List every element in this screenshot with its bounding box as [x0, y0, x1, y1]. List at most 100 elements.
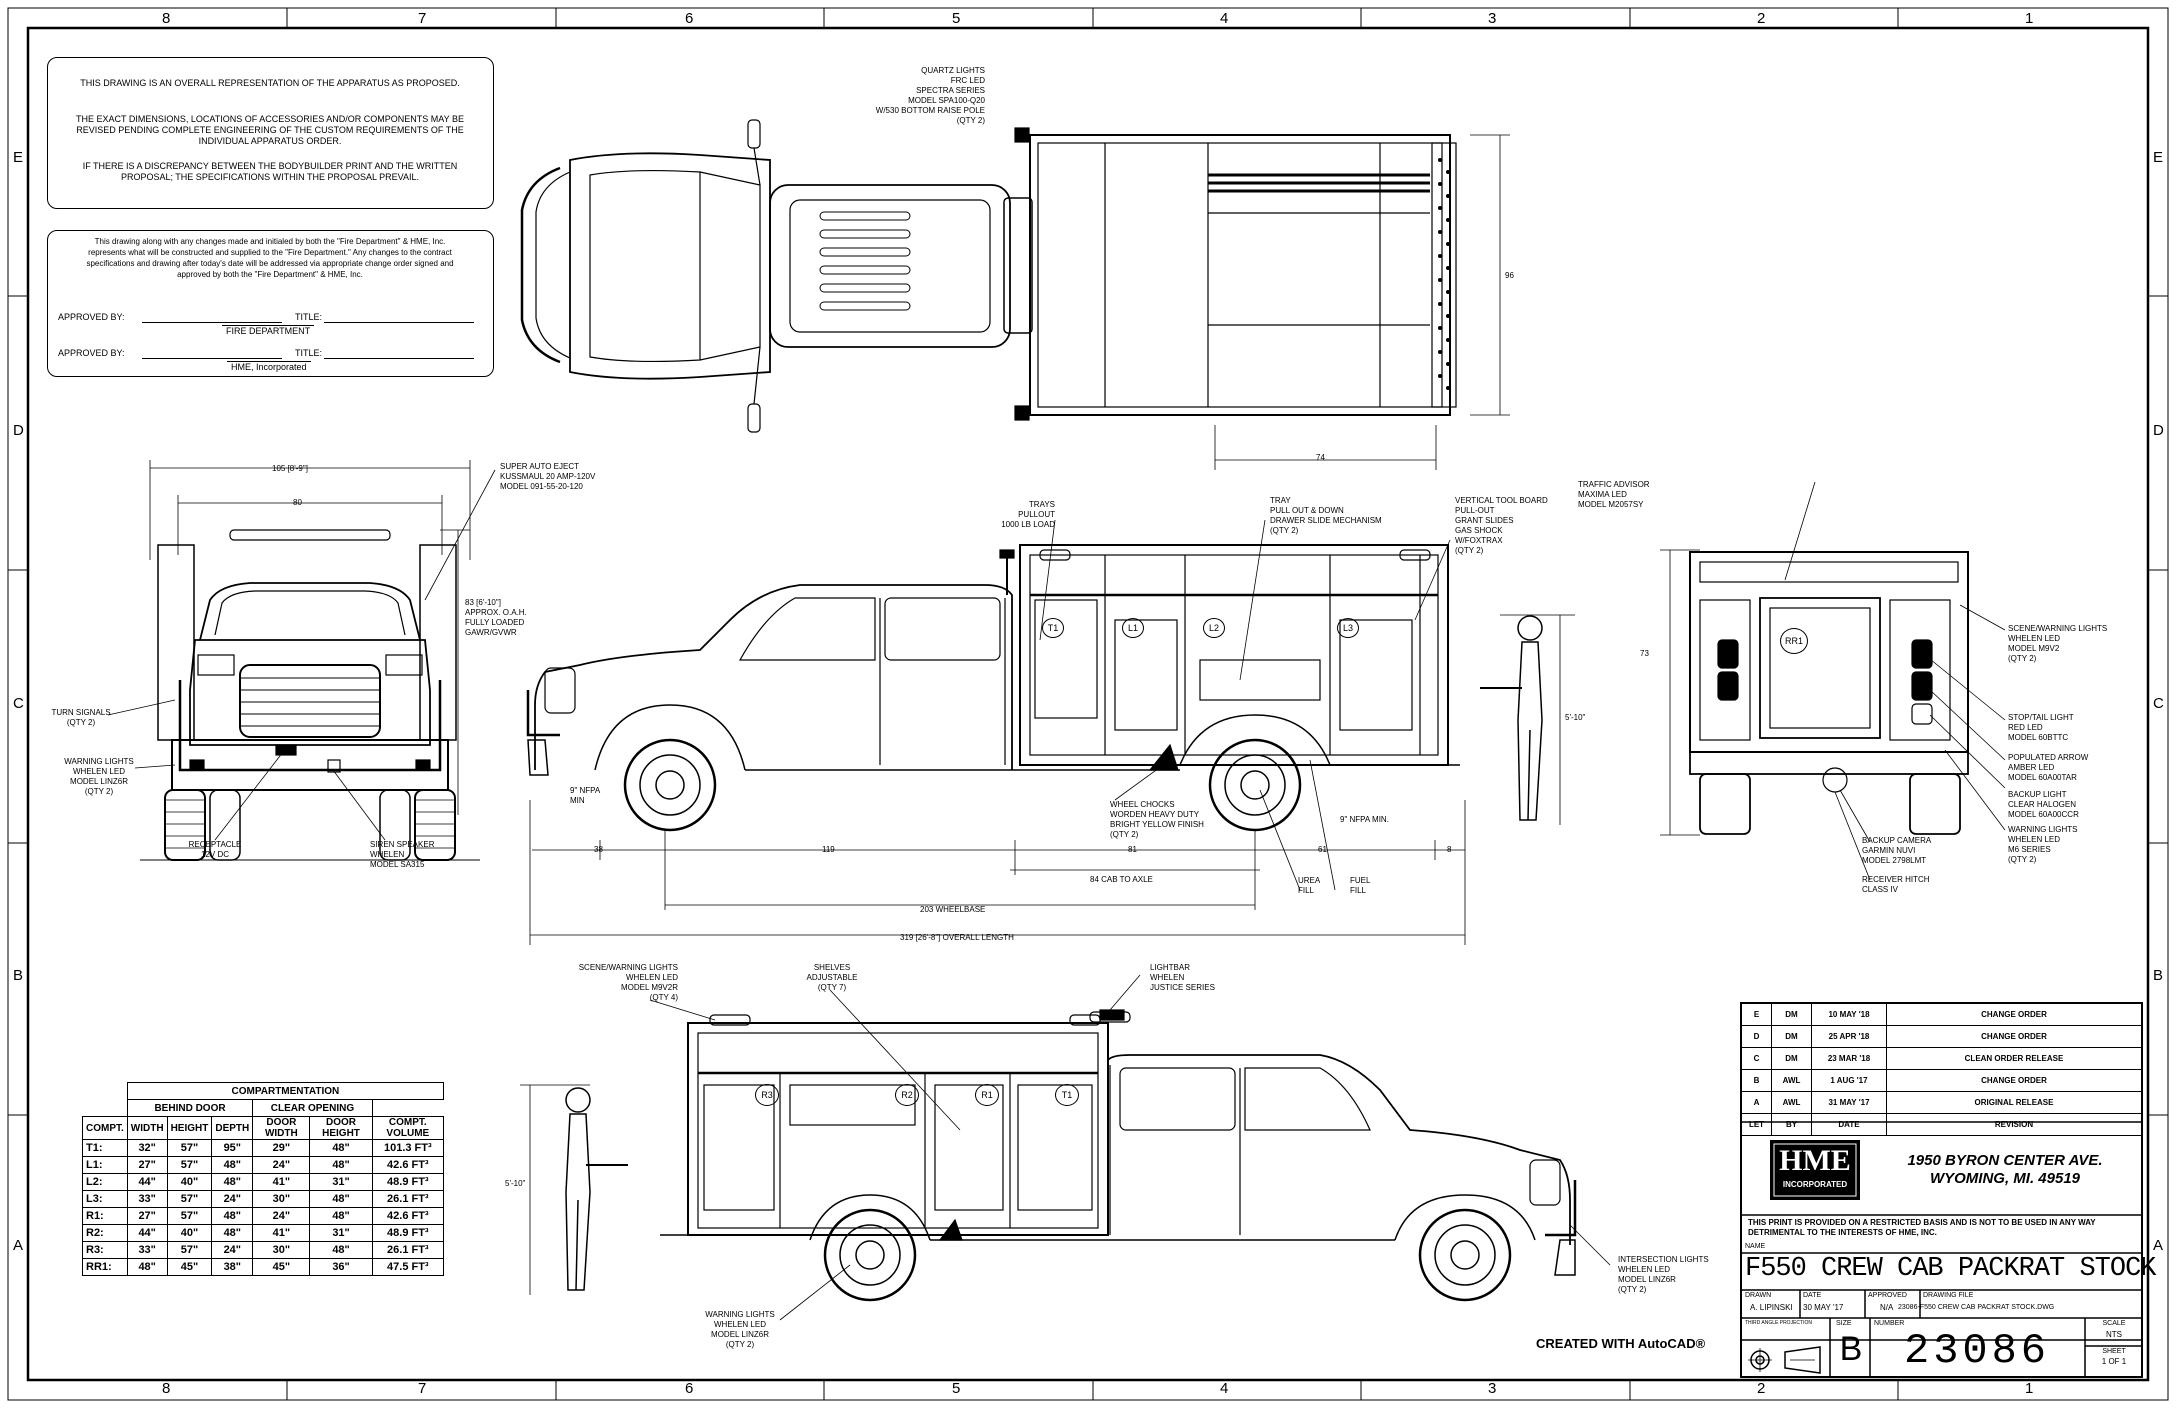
grid-col-top-5: 5 — [952, 10, 961, 27]
rear-view — [1660, 481, 2006, 881]
grid-col-top-7: 7 — [418, 10, 427, 27]
header-compt-volume: COMPT. VOLUME — [371, 1116, 445, 1140]
dim-overall-length: 319 [26'-8"] OVERALL LENGTH — [900, 933, 1014, 942]
grid-col-top-3: 3 — [1488, 10, 1497, 27]
table-row: T1:32"57"95"29"48"101.3 FT³ — [82, 1139, 445, 1157]
behind-door-header: BEHIND DOOR — [126, 1099, 254, 1117]
grid-row-left-A: A — [13, 1237, 24, 1254]
grid-col-bottom-1: 1 — [2025, 1380, 2034, 1397]
table-row: L1:27"57"48"24"48"42.6 FT³ — [82, 1156, 445, 1174]
dim-width-inner: 80 — [293, 498, 302, 507]
table-row: R1:27"57"48"24"48"42.6 FT³ — [82, 1207, 445, 1225]
hme-logo — [1770, 1140, 1860, 1200]
callout-lightbar: LIGHTBAR WHELEN JUSTICE SERIES — [1150, 963, 1215, 992]
title-line-1[interactable] — [324, 322, 474, 323]
grid-col-bottom-8: 8 — [162, 1380, 171, 1397]
callout-populated-arrow: POPULATED ARROW AMBER LED MODEL 60A00TAR — [2008, 753, 2089, 782]
grid-col-top-2: 2 — [1757, 10, 1766, 27]
drawing-file-label: DRAWING FILE — [1923, 1292, 1974, 1299]
drawing-number: 23086 — [1903, 1327, 2051, 1375]
grid-row-right-C: C — [2153, 695, 2164, 712]
dim-person-height-left: 5'-10" — [505, 1179, 526, 1188]
title-line-2[interactable] — [324, 358, 474, 359]
dim-8: 8 — [1447, 845, 1452, 854]
header-height: HEIGHT — [166, 1116, 213, 1140]
callout-backup-camera: BACKUP CAMERA GARMIN NUVI MODEL 2798LMT — [1862, 836, 1932, 865]
header-depth: DEPTH — [211, 1116, 254, 1140]
grid-row-right-E: E — [2153, 149, 2164, 166]
callout-nfpa-min-front: 9" NFPA MIN — [570, 786, 601, 805]
number-label: NUMBER — [1874, 1320, 1905, 1327]
dim-person-height-right: 5'-10" — [1565, 713, 1586, 722]
dim-119: 119 — [822, 845, 835, 854]
compt-label-t1-right: T1 — [1042, 618, 1064, 638]
approved-label: APPROVED — [1868, 1292, 1907, 1299]
header-door-height: DOOR HEIGHT — [309, 1116, 373, 1140]
side-view-right — [526, 519, 1575, 945]
callout-backup-light: BACKUP LIGHT CLEAR HALOGEN MODEL 60A00CC… — [2008, 790, 2079, 819]
dim-wheelbase: 203 WHEELBASE — [920, 905, 986, 914]
callout-scene-warning-left: SCENE/WARNING LIGHTS WHELEN LED MODEL M9… — [578, 963, 678, 1002]
disclaimer-line-3: IF THERE IS A DISCREPANCY BETWEEN THE BO… — [82, 161, 458, 182]
callout-warning-lights-front: WARNING LIGHTS WHELEN LED MODEL LINZ6R (… — [64, 757, 134, 796]
dim-38: 38 — [594, 845, 603, 854]
table-row: L2:44"40"48"41"31"48.9 FT³ — [82, 1173, 445, 1191]
address-line-2: WYOMING, MI. 49519 — [1929, 1170, 2081, 1187]
disclaimer-box — [47, 57, 494, 209]
grid-row-left-E: E — [13, 149, 24, 166]
front-view — [107, 460, 496, 861]
approved-by-line-2[interactable] — [142, 358, 282, 359]
autocad-credit: CREATED WITH AutoCAD® — [1536, 1336, 1706, 1351]
name-label: NAME — [1745, 1243, 1766, 1250]
compt-label-r2: R2 — [895, 1084, 919, 1106]
callout-traffic-advisor: TRAFFIC ADVISOR MAXIMA LED MODEL M2057SY — [1578, 480, 1650, 509]
header-compt: COMPT. — [82, 1116, 128, 1140]
callout-shelves: SHELVES ADJUSTABLE (QTY 7) — [806, 963, 858, 992]
table-row: R2:44"40"48"41"31"48.9 FT³ — [82, 1224, 445, 1242]
grid-col-bottom-6: 6 — [685, 1380, 694, 1397]
dim-cab-to-axle: 84 CAB TO AXLE — [1090, 875, 1153, 884]
compt-label-l3: L3 — [1337, 618, 1359, 638]
side-view-left — [520, 974, 1611, 1321]
org-label-2: HME, Incorporated — [227, 361, 311, 373]
grid-col-top-1: 1 — [2025, 10, 2034, 27]
compt-label-r3: R3 — [755, 1084, 779, 1106]
approved-by-line-1[interactable] — [142, 322, 282, 323]
dim-61: 61 — [1318, 845, 1327, 854]
grid-row-right-D: D — [2153, 422, 2164, 439]
drawing-file-value: 23086-F550 CREW CAB PACKRAT STOCK.DWG — [1898, 1304, 2055, 1311]
callout-stop-tail: STOP/TAIL LIGHT RED LED MODEL 60BTTC — [2008, 713, 2074, 742]
dim-81: 81 — [1128, 845, 1137, 854]
callout-tray-pull: TRAY PULL OUT & DOWN DRAWER SLIDE MECHAN… — [1270, 496, 1382, 535]
title-label-1: TITLE: — [295, 312, 323, 322]
size-value: B — [1839, 1330, 1863, 1368]
size-label: SIZE — [1836, 1320, 1852, 1327]
restriction-note: THIS PRINT IS PROVIDED ON A RESTRICTED B… — [1748, 1218, 2096, 1237]
approved-by-label-1: APPROVED BY: — [58, 312, 125, 322]
table-row: L3:33"57"24"30"48"26.1 FT³ — [82, 1190, 445, 1208]
callout-siren-speaker: SIREN SPEAKER WHELEN MODEL SA315 — [370, 840, 435, 869]
drawing-name: F550 CREW CAB PACKRAT STOCK — [1745, 1254, 2156, 1284]
callout-super-auto-eject: SUPER AUTO EJECT KUSSMAUL 20 AMP-120V MO… — [500, 462, 596, 491]
top-view — [520, 119, 1510, 470]
callout-nfpa-min-rear: 9" NFPA MIN. — [1340, 815, 1389, 824]
compt-label-r1: R1 — [975, 1084, 999, 1106]
compartmentation-title: COMPARTMENTATION — [126, 1082, 445, 1100]
callout-receiver-hitch: RECEIVER HITCH CLASS IV — [1862, 875, 1930, 894]
compt-label-t1-left: T1 — [1055, 1084, 1079, 1106]
compt-label-l2: L2 — [1203, 618, 1225, 638]
callout-height-front: 83 [6'-10"] APPROX. O.A.H. FULLY LOADED … — [465, 598, 527, 637]
table-row: R3:33"57"24"30"48"26.1 FT³ — [82, 1241, 445, 1259]
grid-col-top-4: 4 — [1220, 10, 1229, 27]
callout-vertical-tool-board: VERTICAL TOOL BOARD PULL-OUT GRANT SLIDE… — [1455, 496, 1548, 555]
approval-text: This drawing along with any changes made… — [86, 237, 454, 279]
org-label-1: FIRE DEPARTMENT — [222, 325, 315, 337]
scale-value: NTS — [2106, 1330, 2122, 1339]
dim-width-overall: 105 [8'-9"] — [272, 464, 308, 473]
dim-height-73: 73 — [1640, 649, 1649, 658]
compt-label-l1: L1 — [1122, 618, 1144, 638]
